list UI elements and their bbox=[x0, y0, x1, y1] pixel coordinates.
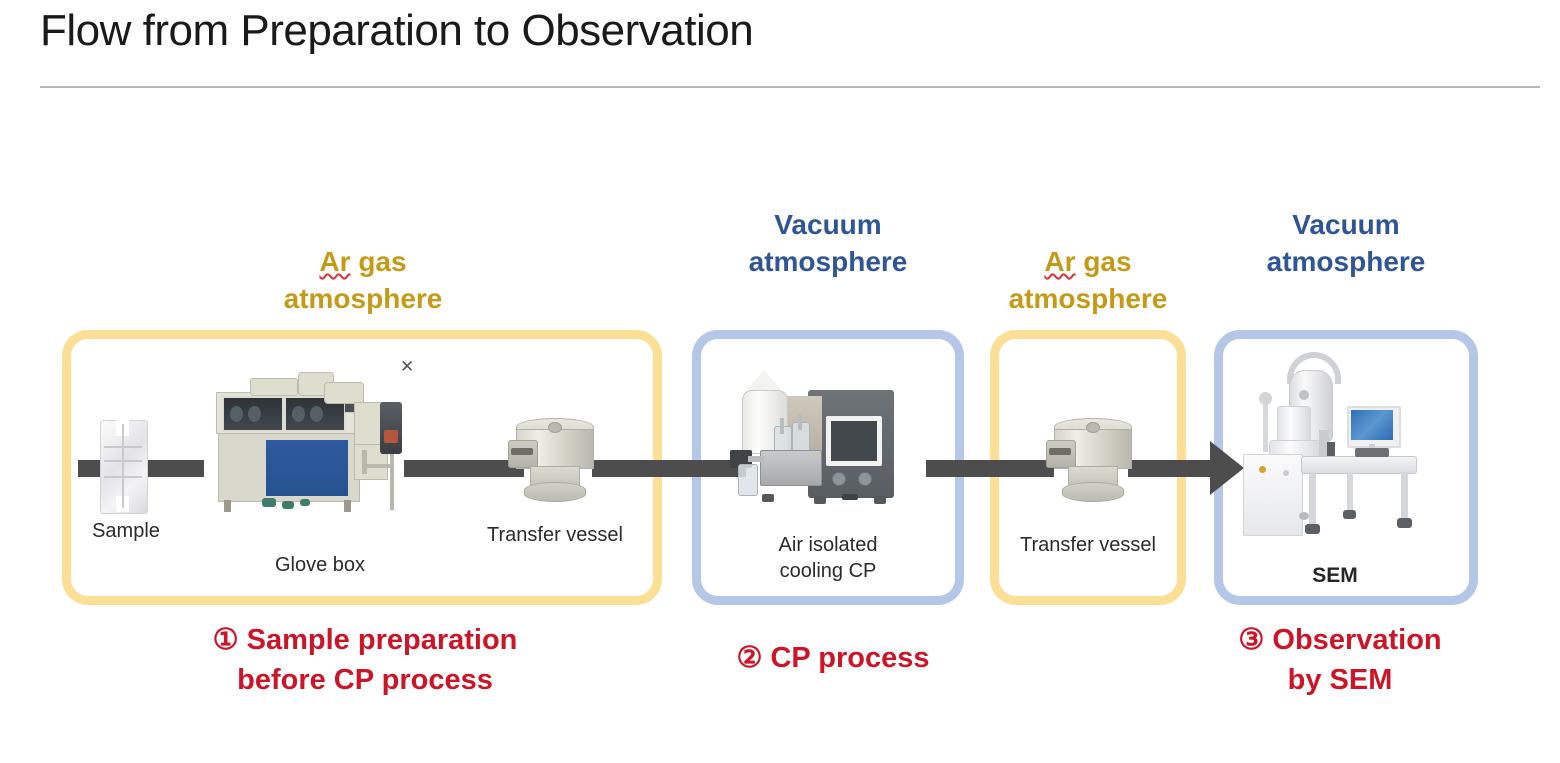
page-title: Flow from Preparation to Observation bbox=[40, 6, 754, 55]
spellcheck-word-ar-2: Ar bbox=[1044, 245, 1076, 277]
transfer-vessel-2-illustration bbox=[1046, 418, 1138, 510]
glove-box-illustration: ✕ bbox=[204, 358, 414, 516]
caption-cooling-cp: Air isolated cooling CP bbox=[778, 534, 878, 582]
sample-illustration bbox=[96, 420, 152, 514]
transfer-vessel-1-illustration bbox=[508, 418, 600, 510]
atmosphere-ar-1-text: gas atmosphere bbox=[283, 245, 443, 314]
atmosphere-ar-2-text: gas atmosphere bbox=[1008, 245, 1168, 314]
caption-sample: Sample bbox=[92, 520, 160, 542]
flow-arrow-segment-5 bbox=[1128, 460, 1218, 477]
atmosphere-label-ar-1: Ar gas atmosphere bbox=[232, 207, 494, 318]
step-label-3: ③ Observation by SEM bbox=[1238, 624, 1442, 697]
atmosphere-label-vacuum-1: Vacuum atmosphere bbox=[748, 209, 908, 277]
flow-arrow-segment-3 bbox=[592, 460, 746, 477]
caption-sem: SEM bbox=[1312, 564, 1358, 587]
step-label-2: ② CP process bbox=[736, 642, 930, 674]
flow-arrow-segment-2 bbox=[404, 460, 524, 477]
step-label-1: ① Sample preparation before CP process bbox=[212, 624, 518, 697]
flow-arrow-segment-4 bbox=[926, 460, 1054, 477]
caption-glove-box: Glove box bbox=[274, 554, 366, 576]
footnote-x-mark: ✕ bbox=[400, 357, 415, 376]
atmosphere-label-ar-2: Ar gas atmosphere bbox=[962, 207, 1214, 318]
caption-transfer-vessel-1: Transfer vessel bbox=[487, 524, 623, 546]
spellcheck-word-ar: Ar bbox=[319, 245, 351, 277]
atmosphere-label-vacuum-2: Vacuum atmosphere bbox=[1266, 209, 1426, 277]
cooling-cp-illustration bbox=[730, 368, 920, 514]
flow-arrow-head bbox=[1210, 441, 1244, 495]
caption-transfer-vessel-2: Transfer vessel bbox=[1020, 534, 1156, 556]
sem-illustration bbox=[1243, 344, 1458, 544]
title-divider bbox=[40, 86, 1540, 88]
